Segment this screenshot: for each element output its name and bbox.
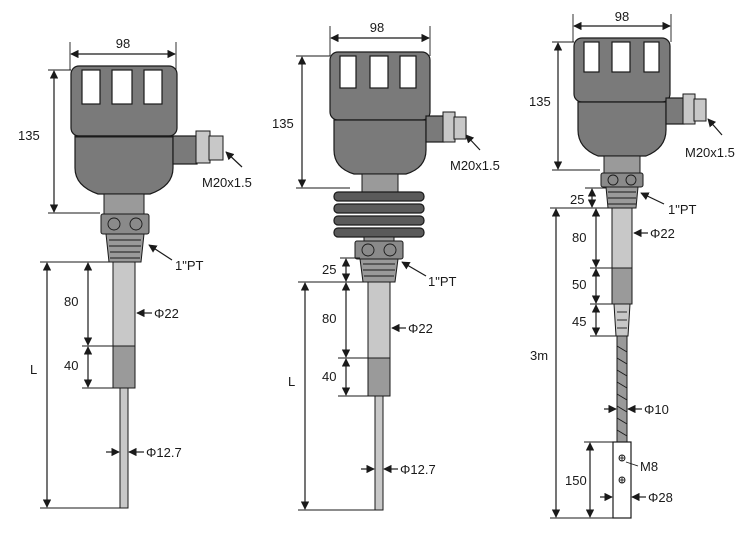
thread-label: 1"PT xyxy=(668,202,697,217)
thread xyxy=(359,258,399,283)
cap-slot xyxy=(611,41,631,73)
neck xyxy=(603,155,641,174)
probe-label: Φ12.7 xyxy=(146,445,182,460)
dim-80-label: 80 xyxy=(572,230,586,245)
cap-slot xyxy=(643,41,660,73)
cable-gland-nut xyxy=(195,130,211,164)
housing-body xyxy=(333,119,427,175)
hex-nut xyxy=(600,172,644,188)
gland-label: M20x1.5 xyxy=(202,175,252,190)
probe-label: Φ12.7 xyxy=(400,462,436,477)
cap-slot xyxy=(399,55,417,89)
width-label: 98 xyxy=(615,9,629,24)
length-label: L xyxy=(30,362,37,377)
gland-label: M20x1.5 xyxy=(685,145,735,160)
probe xyxy=(374,395,384,511)
cable-gland-base xyxy=(172,135,198,165)
thread-leader xyxy=(148,244,173,261)
cap-slot xyxy=(339,55,357,89)
thread-leader xyxy=(401,261,427,277)
rod-label: Φ22 xyxy=(650,226,675,241)
sensor-c: 98 M20x1.5 135 1"PT 25 Φ22 xyxy=(529,9,735,519)
housing-body xyxy=(74,135,174,195)
cable-gland-base xyxy=(425,115,445,143)
dim-25-label: 25 xyxy=(322,262,336,277)
dim-150-label: 150 xyxy=(565,473,587,488)
screw-label: M8 xyxy=(640,459,658,474)
rod-label: Φ22 xyxy=(154,306,179,321)
cap-slot xyxy=(369,55,389,89)
rod-upper xyxy=(112,261,136,347)
sensor-a: 98 M20x1.5 135 1"PT Φ22 xyxy=(18,36,252,509)
height-label: 135 xyxy=(18,128,40,143)
sensor-b: 98 M20x1.5 135 1"PT 25 xyxy=(272,20,500,511)
cable xyxy=(616,335,628,443)
width-label: 98 xyxy=(370,20,384,35)
rod-upper xyxy=(367,281,391,359)
cap-slot xyxy=(583,41,600,73)
cable-label: Φ10 xyxy=(644,402,669,417)
weight-label: Φ28 xyxy=(648,490,673,505)
cap-slot xyxy=(143,69,163,105)
dim-50-label: 50 xyxy=(572,277,586,292)
cooling-fin xyxy=(333,215,425,226)
cable-length-label: 3m xyxy=(530,348,548,363)
neck xyxy=(103,193,145,215)
thread-leader xyxy=(640,192,665,205)
thread xyxy=(605,186,639,209)
dim-25-label: 25 xyxy=(570,192,584,207)
dim-80-label: 80 xyxy=(64,294,78,309)
cable-gland-nut xyxy=(442,111,456,143)
dim-80-label: 80 xyxy=(322,311,336,326)
cap-slot xyxy=(111,69,133,105)
nut-detail xyxy=(129,217,143,231)
gland-leader xyxy=(225,151,243,168)
length-label: L xyxy=(288,374,295,389)
gland-leader xyxy=(465,134,481,151)
cable-gland-base xyxy=(665,97,685,125)
cooling-fin xyxy=(333,203,425,214)
dim-40-label: 40 xyxy=(64,358,78,373)
cable-gland-nut xyxy=(682,93,696,125)
rod-lower xyxy=(611,267,633,305)
height-label: 135 xyxy=(529,94,551,109)
cable-gland-cap xyxy=(208,135,224,161)
cooling-fin xyxy=(333,191,425,202)
thread xyxy=(105,233,145,263)
probe xyxy=(119,387,129,509)
dim-40-label: 40 xyxy=(322,369,336,384)
nut-detail xyxy=(107,217,121,231)
cable-gland-cap xyxy=(693,98,707,122)
housing-body xyxy=(577,101,667,157)
gland-label: M20x1.5 xyxy=(450,158,500,173)
cable-gland-cap xyxy=(453,116,467,140)
dim-45-label: 45 xyxy=(572,314,586,329)
cooling-fin xyxy=(333,227,425,238)
thread-label: 1"PT xyxy=(428,274,457,289)
thread-label: 1"PT xyxy=(175,258,204,273)
width-label: 98 xyxy=(116,36,130,51)
rod-lower xyxy=(112,345,136,389)
height-label: 135 xyxy=(272,116,294,131)
fin-spacer xyxy=(363,236,395,242)
rod-upper xyxy=(611,207,633,269)
rod-lower xyxy=(367,357,391,397)
rod-label: Φ22 xyxy=(408,321,433,336)
cap-slot xyxy=(81,69,101,105)
gland-leader xyxy=(707,118,723,136)
neck xyxy=(361,173,399,193)
